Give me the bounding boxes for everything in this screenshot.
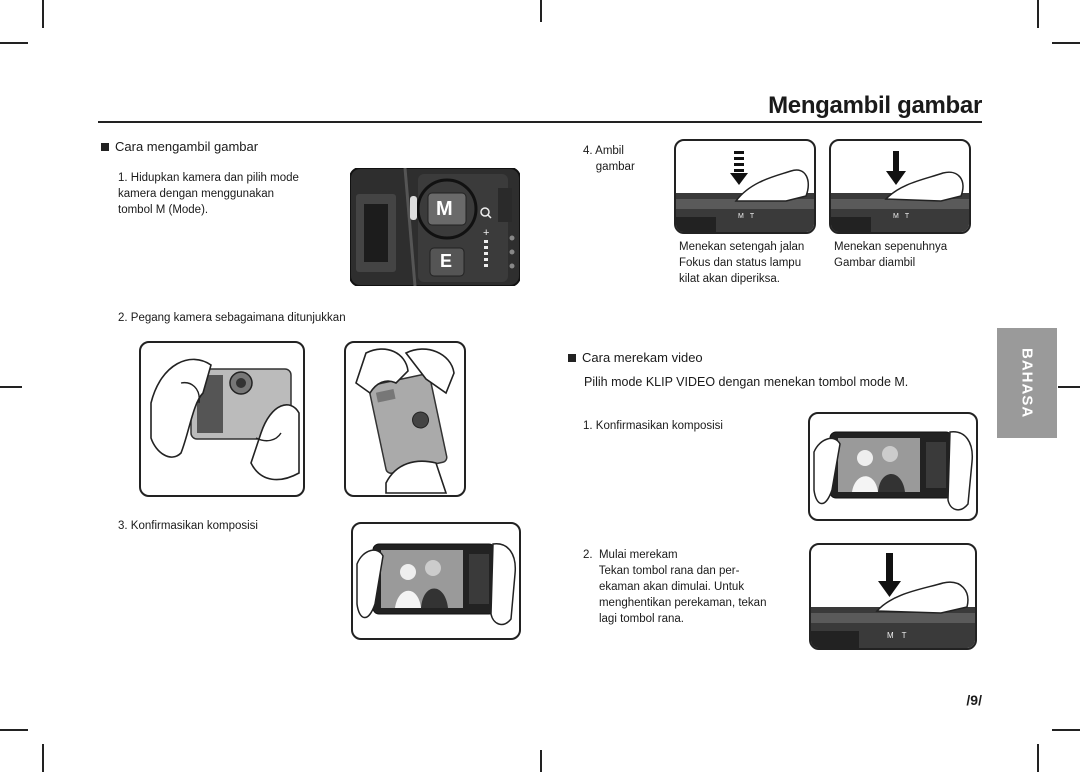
page-title: Mengambil gambar bbox=[768, 92, 982, 119]
full-press-caption: Menekan sepenuhnya Gambar diambil bbox=[834, 241, 948, 269]
video-step-1-text: 1. Konfirmasikan komposisi bbox=[583, 420, 723, 432]
crop-mark bbox=[1052, 729, 1080, 731]
crop-mark bbox=[0, 386, 22, 388]
holding-camera-image-front bbox=[139, 341, 305, 497]
photo-section-heading-text: Cara mengambil gambar bbox=[115, 139, 259, 154]
zoom-buttons: M T bbox=[887, 631, 907, 640]
photo-step-1-text: 1. Hidupkan kamera dan pilih mode kamera… bbox=[118, 172, 299, 216]
photo-step-3-text: 3. Konfirmasikan komposisi bbox=[118, 520, 258, 532]
crop-mark bbox=[1052, 42, 1080, 44]
mode-button-e-label: E bbox=[440, 251, 453, 271]
shutter-record-image: M T bbox=[809, 543, 977, 650]
zoom-w-label: M bbox=[738, 213, 744, 220]
holding-camera-image-back bbox=[344, 341, 466, 497]
zoom-t-label: T bbox=[904, 213, 910, 220]
photo-step-4-label: 4. Ambil gambar bbox=[583, 145, 635, 173]
video-section-heading-text: Cara merekam video bbox=[582, 350, 703, 365]
half-press-caption: Menekan setengah jalan Fokus dan status … bbox=[679, 241, 805, 285]
title-rule bbox=[98, 121, 982, 123]
camera-mode-button-image: + M E bbox=[350, 168, 520, 286]
crop-mark bbox=[1037, 744, 1039, 772]
language-side-tab: BAHASA bbox=[997, 328, 1057, 438]
crop-mark bbox=[42, 744, 44, 772]
crop-mark bbox=[42, 0, 44, 28]
photo-step-2-text: 2. Pegang kamera sebagaimana ditunjukkan bbox=[118, 312, 346, 324]
composition-image-video bbox=[808, 412, 978, 521]
crop-mark bbox=[1058, 386, 1080, 388]
crop-mark bbox=[540, 750, 542, 772]
video-step-2-text: 2. Mulai merekam Tekan tombol rana dan p… bbox=[583, 549, 767, 625]
zoom-buttons: M T bbox=[893, 213, 909, 220]
zoom-buttons: M T bbox=[738, 213, 754, 220]
page-number: /9/ bbox=[966, 692, 982, 708]
crop-mark bbox=[540, 0, 542, 22]
composition-image-photo bbox=[351, 522, 521, 640]
crop-mark bbox=[0, 42, 28, 44]
photo-section-heading: Cara mengambil gambar bbox=[101, 139, 258, 154]
mode-button-m-label: M bbox=[436, 198, 453, 220]
shutter-half-press-image: M T bbox=[674, 139, 816, 234]
crop-mark bbox=[1037, 0, 1039, 28]
zoom-t-label: T bbox=[749, 213, 755, 220]
bullet-square-icon bbox=[101, 142, 109, 151]
zoom-w-label: M bbox=[887, 631, 894, 640]
zoom-t-label: T bbox=[901, 631, 907, 640]
crop-mark bbox=[0, 729, 28, 731]
side-tab-label: BAHASA bbox=[1018, 347, 1036, 419]
zoom-w-label: M bbox=[893, 213, 899, 220]
video-section-heading: Cara merekam video bbox=[568, 350, 703, 365]
shutter-full-press-image: M T bbox=[829, 139, 971, 234]
bullet-square-icon bbox=[568, 353, 576, 362]
svg-text:+: + bbox=[483, 227, 489, 239]
video-intro-text: Pilih mode KLIP VIDEO dengan menekan tom… bbox=[584, 375, 909, 389]
